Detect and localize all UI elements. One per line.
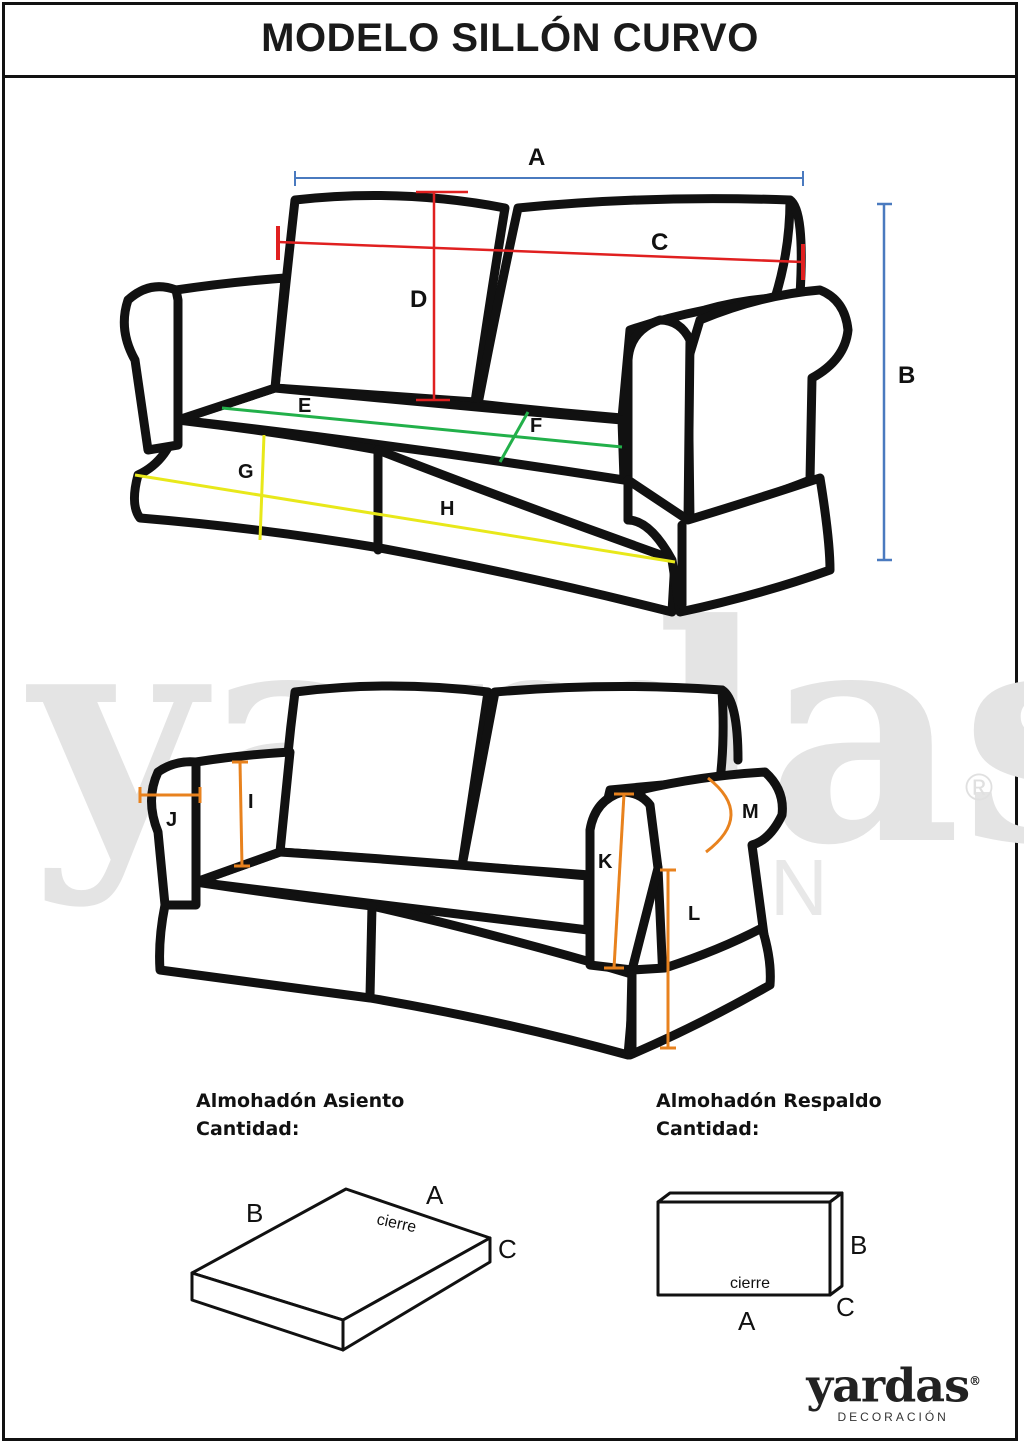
back-cushion-quantity: Cantidad: (656, 1118, 760, 1140)
skirt-right-2 (625, 923, 775, 1060)
dimension-lines-top (134, 171, 892, 564)
dim-c-line (277, 240, 804, 264)
sofa-top-view (119, 191, 853, 617)
label-b: B (898, 362, 915, 389)
dim-m-arc (705, 776, 733, 854)
page-title: MODELO SILLÓN CURVO (261, 16, 759, 60)
label-k: K (598, 851, 613, 873)
dim-e-line (221, 406, 623, 449)
label-a: A (528, 144, 545, 171)
back-label-a: A (738, 1306, 756, 1336)
back-cushion-side (828, 1191, 844, 1297)
label-d: D (410, 286, 427, 313)
back-label-c: C (836, 1292, 855, 1322)
back-cushion-diagram (656, 1191, 844, 1297)
watermark-registered: ® (965, 767, 993, 809)
back-zip-label: cierre (730, 1275, 770, 1292)
arm-left-2 (191, 747, 295, 887)
seat-cushion-title: Almohadón Asiento (196, 1090, 405, 1112)
skirt-front-2 (155, 877, 640, 1060)
back-label-b: B (850, 1230, 867, 1260)
back-cushion-left (270, 191, 510, 407)
seat-cushion-caption: Almohadón Asiento Cantidad: (196, 1087, 404, 1143)
back-cushion-title: Almohadón Respaldo (656, 1090, 882, 1112)
brand-tagline: DECORACIÓN (837, 1410, 949, 1425)
label-e: E (298, 395, 311, 417)
label-j: J (166, 809, 177, 831)
dim-i-line (238, 761, 244, 867)
seat-label-c: C (498, 1234, 517, 1264)
arm-left (171, 273, 290, 425)
seat-cushion-diagram (190, 1187, 492, 1352)
label-i: I (248, 791, 254, 813)
back-frame-edge (785, 195, 806, 300)
dimension-labels-top: A B C D E F G H (238, 144, 915, 520)
dimension-lines-side (138, 760, 733, 1050)
skirt-divider-2 (365, 901, 377, 1001)
arm-left-roll-2 (147, 757, 201, 910)
label-g: G (238, 461, 254, 483)
label-m: M (742, 801, 759, 823)
watermark-sub: N (770, 843, 868, 932)
label-f: F (530, 415, 542, 437)
back-frame-edge-2 (717, 685, 743, 765)
arm-left-roll (119, 282, 183, 455)
sofa-side-view (147, 681, 787, 1060)
seat-label-b: B (246, 1198, 263, 1228)
dim-h-line (134, 473, 676, 564)
label-l: L (688, 903, 700, 925)
seat-cushion-side (341, 1236, 492, 1352)
dim-g-line (258, 434, 266, 541)
back-cushion-labels: B A C cierre (730, 1230, 867, 1336)
label-h: H (440, 498, 454, 520)
label-c: C (651, 229, 668, 256)
back-cushion-caption: Almohadón Respaldo Cantidad: (656, 1087, 882, 1143)
title-bar: MODELO SILLÓN CURVO (2, 2, 1018, 78)
back-cushion-left-2 (275, 681, 493, 871)
seat-label-a: A (426, 1180, 444, 1210)
dim-f-line (498, 411, 530, 463)
brand-logo: yardas® DECORACIÓN (806, 1358, 981, 1425)
brand-registered: ® (969, 1374, 981, 1388)
seat-cushion-quantity: Cantidad: (196, 1118, 300, 1140)
dimension-labels-side: I J K L M (166, 791, 759, 925)
brand-name: yardas (806, 1358, 970, 1413)
arm-right-roll (623, 315, 695, 525)
dim-k-line (612, 793, 626, 969)
